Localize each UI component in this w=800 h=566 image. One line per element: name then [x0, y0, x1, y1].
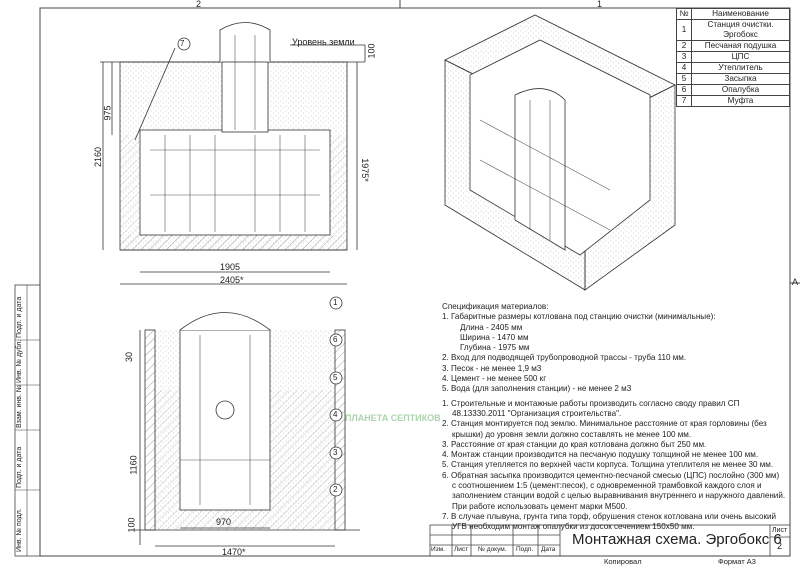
note: УГВ необходим монтаж опалубки из досок с…	[452, 522, 695, 532]
dim-label: 100	[126, 517, 137, 533]
copied-label: Копировал	[604, 557, 642, 566]
spec-item: 2. Вход для подводящей трубопроводной тр…	[442, 353, 687, 363]
note: 2. Станция монтируется под землю. Минима…	[442, 419, 767, 429]
dim-label: 1975*	[359, 158, 370, 182]
spec-dim: Длина - 2405 мм	[460, 322, 523, 332]
part-name: Станция очистки. Эргобокс	[691, 19, 790, 41]
part-name: Муфта	[691, 95, 790, 107]
side-stamp-frame	[14, 284, 41, 557]
callout-number: 3	[333, 448, 338, 457]
dim-label: 1470*	[222, 547, 246, 557]
sheet-label: Лист	[772, 527, 788, 534]
spec-item: 5. Вода (для заполнения станции) - не ме…	[442, 384, 632, 394]
spec-item: 1. Габаритные размеры котлована под стан…	[442, 312, 716, 322]
part-number: 7	[676, 95, 692, 107]
note: 1. Строительные и монтажные работы произ…	[442, 398, 740, 408]
spec-title: Спецификация материалов:	[442, 302, 549, 311]
zone-label: A	[792, 277, 799, 287]
tb-col: Подп.	[516, 546, 534, 553]
part-name: Утеплитель	[691, 62, 790, 74]
part-number: 5	[676, 73, 692, 85]
part-name: Песчаная подушка	[691, 40, 790, 52]
callout-number: 6	[333, 335, 338, 344]
note: 5. Станция утепляется по верхней части к…	[442, 460, 774, 470]
part-name: ЦПС	[691, 51, 790, 63]
tb-col: Лист	[454, 546, 469, 553]
tb-col: Дата	[541, 546, 556, 553]
parts-header: №	[676, 8, 692, 20]
side-view	[130, 296, 360, 547]
drawing-title: Монтажная схема. Эргобокс 6	[572, 531, 782, 548]
note: 4. Монтаж станции производится на песчан…	[442, 450, 759, 460]
callout-number: 4	[333, 410, 338, 419]
title-block	[429, 524, 791, 557]
part-number: 3	[676, 51, 692, 63]
spec-dim: Ширина - 1470 мм	[460, 332, 529, 342]
callout-number: 1	[333, 298, 338, 307]
note: 7. В случае плывуна, грунта типа торф, о…	[442, 511, 777, 521]
callout-number: 5	[333, 373, 338, 382]
stamp-label: Подп. и дата	[16, 446, 23, 488]
dim-label: 2405*	[220, 275, 244, 285]
stamp-label: Инв. № дубл.	[16, 339, 23, 383]
callout-number: 7	[180, 39, 185, 48]
watermark-logo: ПЛАНЕТА СЕПТИКОВ	[345, 413, 441, 423]
dim-label: 30	[124, 351, 135, 363]
front-view	[100, 22, 366, 285]
part-number: 2	[676, 40, 692, 52]
note: При работе использовать цемент марки М50…	[452, 501, 628, 511]
spec-item: 4. Цемент - не менее 500 кг	[442, 374, 547, 384]
note: с соотношением 1:5 (цемент:песок), с одн…	[452, 481, 762, 491]
part-number: 4	[676, 62, 692, 74]
note: 6. Обратная засыпка производится цементн…	[442, 470, 780, 480]
format-label: Формат А3	[718, 557, 756, 566]
tb-col: № докум.	[478, 546, 507, 553]
sheet-border	[39, 7, 791, 557]
note: 3. Расстояние от края станции до края ко…	[442, 439, 707, 449]
stamp-label: Подп. и дата	[16, 296, 23, 338]
spec-dim: Глубина - 1975 мм	[460, 343, 530, 353]
stamp-label: Взам. инв. №	[16, 384, 23, 428]
callout-number: 2	[333, 485, 338, 494]
dim-label: 970	[216, 517, 232, 527]
note: 48.13330.2011 "Организация строительства…	[452, 408, 622, 418]
part-name: Опалубка	[691, 84, 790, 96]
zone-label: 2	[196, 0, 202, 9]
parts-header: Наименование	[691, 8, 790, 20]
dim-label: 975	[102, 105, 113, 121]
dim-label: 1905	[220, 262, 241, 272]
tb-col: Изм.	[431, 546, 445, 553]
specification-text: Спецификация материалов: 1. Габаритные р…	[442, 302, 792, 533]
stamp-label: Инв. № подл.	[16, 508, 23, 552]
note: заполнением станции водой с целью выравн…	[452, 491, 786, 501]
ground-level-label: Уровень земли	[292, 37, 355, 47]
part-name: Засыпка	[691, 73, 790, 85]
dim-label: 100	[366, 43, 377, 59]
spec-item: 3. Песок - не менее 1,9 м3	[442, 363, 542, 373]
dim-label: 2160	[93, 146, 104, 168]
dim-label: 1160	[128, 455, 139, 475]
part-number: 1	[676, 19, 692, 41]
zone-label: 1	[597, 0, 603, 9]
note: крышки) до уровня земли должно составлят…	[452, 429, 692, 439]
sheet-number: 2	[777, 541, 783, 551]
part-number: 6	[676, 84, 692, 96]
isometric-view	[444, 14, 676, 291]
